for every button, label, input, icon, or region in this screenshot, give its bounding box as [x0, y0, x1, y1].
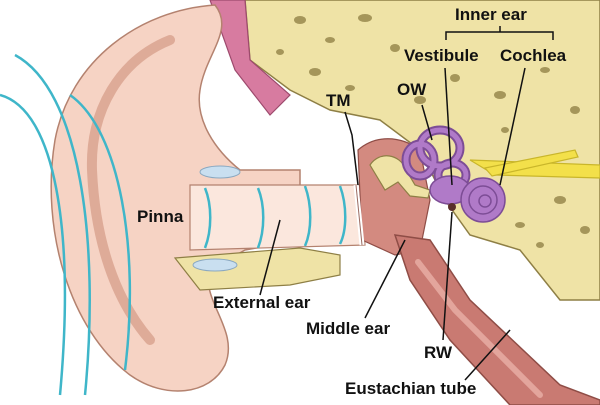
- leader-lines: [259, 67, 526, 381]
- label-external-ear: External ear: [213, 293, 311, 312]
- label-middle-ear: Middle ear: [306, 319, 391, 338]
- round-window: [448, 203, 456, 211]
- sound-waves: [0, 53, 132, 396]
- muscle-layer: [209, 0, 291, 116]
- cochlea-shape: [460, 177, 506, 223]
- label-cochlea: Cochlea: [500, 46, 567, 65]
- canal-floor: [173, 247, 341, 291]
- pinna-fold: [86, 35, 175, 345]
- inner-ear-bracket: [445, 26, 554, 40]
- ear-canal: [189, 184, 366, 251]
- pinna-shape: [50, 4, 301, 392]
- canal-wave-rings: [203, 185, 347, 249]
- label-tm: TM: [326, 91, 351, 110]
- canal-wax-lower: [192, 258, 238, 272]
- label-ow: OW: [397, 80, 427, 99]
- tympanic-membrane-edge: [355, 184, 363, 246]
- label-rw: RW: [424, 343, 453, 362]
- eustachian-tube-shape: [393, 234, 600, 405]
- eustachian-tube-inner: [415, 259, 543, 398]
- canal-wax-upper: [199, 165, 241, 179]
- semicircular-canals-fill: [403, 127, 469, 190]
- bone-pores: [276, 14, 590, 248]
- label-pinna: Pinna: [137, 207, 184, 226]
- label-vestibule: Vestibule: [404, 46, 479, 65]
- label-eustachian-tube: Eustachian tube: [345, 379, 477, 398]
- label-inner-ear: Inner ear: [455, 5, 527, 24]
